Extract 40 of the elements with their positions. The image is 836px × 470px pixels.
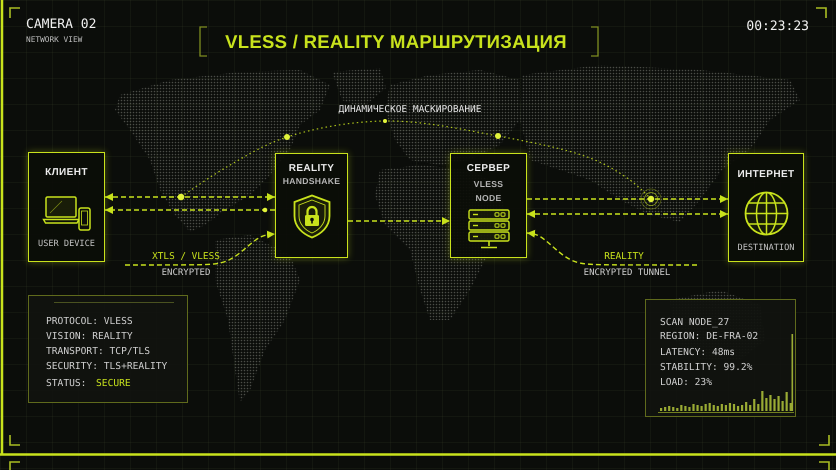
node-card [728,153,804,262]
node-title: ИНТЕРНЕТ [737,169,795,180]
edge-label: REALITY [604,252,644,263]
arrow [527,195,728,203]
metric-line: LATENCY: 48ms [660,347,736,358]
arc-label: ДИНАМИЧЕСКОЕ МАСКИРОВАНИЕ [338,105,482,116]
edge-caption: ENCRYPTED TUNNEL [584,268,670,278]
arrow [125,230,276,266]
arrow [526,230,697,266]
info-panel [28,295,188,403]
status-line: VISION: REALITY [46,331,133,342]
node-title: REALITY [288,163,334,174]
status-line: SECURITY: TLS+REALITY [46,361,168,372]
node-label: HANDSHAKE [282,177,340,187]
node-label: VLESS NODE [474,178,504,205]
timestamp: 00:23:23 [746,20,809,35]
node-label: USER DEVICE [38,240,95,250]
status-line: PROTOCOL: VLESS [46,316,133,328]
node-card [450,153,527,258]
title: VLESS / REALITY МАРШРУТИЗАЦИЯ [225,31,567,52]
status-line: STATUS: [46,378,86,390]
status-value: SECURE [96,378,131,390]
edge-caption: ENCRYPTED [162,268,210,278]
node-title: КЛИЕНТ [45,167,88,178]
arrow [348,217,450,225]
edge-label: XTLS / VLESS [152,252,220,263]
node-title: СЕРВЕР [466,163,510,174]
node-card [28,152,105,262]
node-label: DESTINATION [738,244,794,254]
double-arrow [105,193,275,201]
metric-line: SCAN NODE_27 [660,317,730,328]
node-card [275,153,348,258]
info-panel [645,299,796,417]
metric-line: REGION: DE-FRA-02 [660,331,758,342]
metric-line: STABILITY: 99.2% [660,362,752,374]
arrow [105,206,275,214]
double-arrow [527,210,728,218]
metric-line: LOAD: 23% [660,377,712,388]
camera-label: CAMERA 02 [26,18,96,33]
status-line: TRANSPORT: TCP/TLS [46,346,150,358]
